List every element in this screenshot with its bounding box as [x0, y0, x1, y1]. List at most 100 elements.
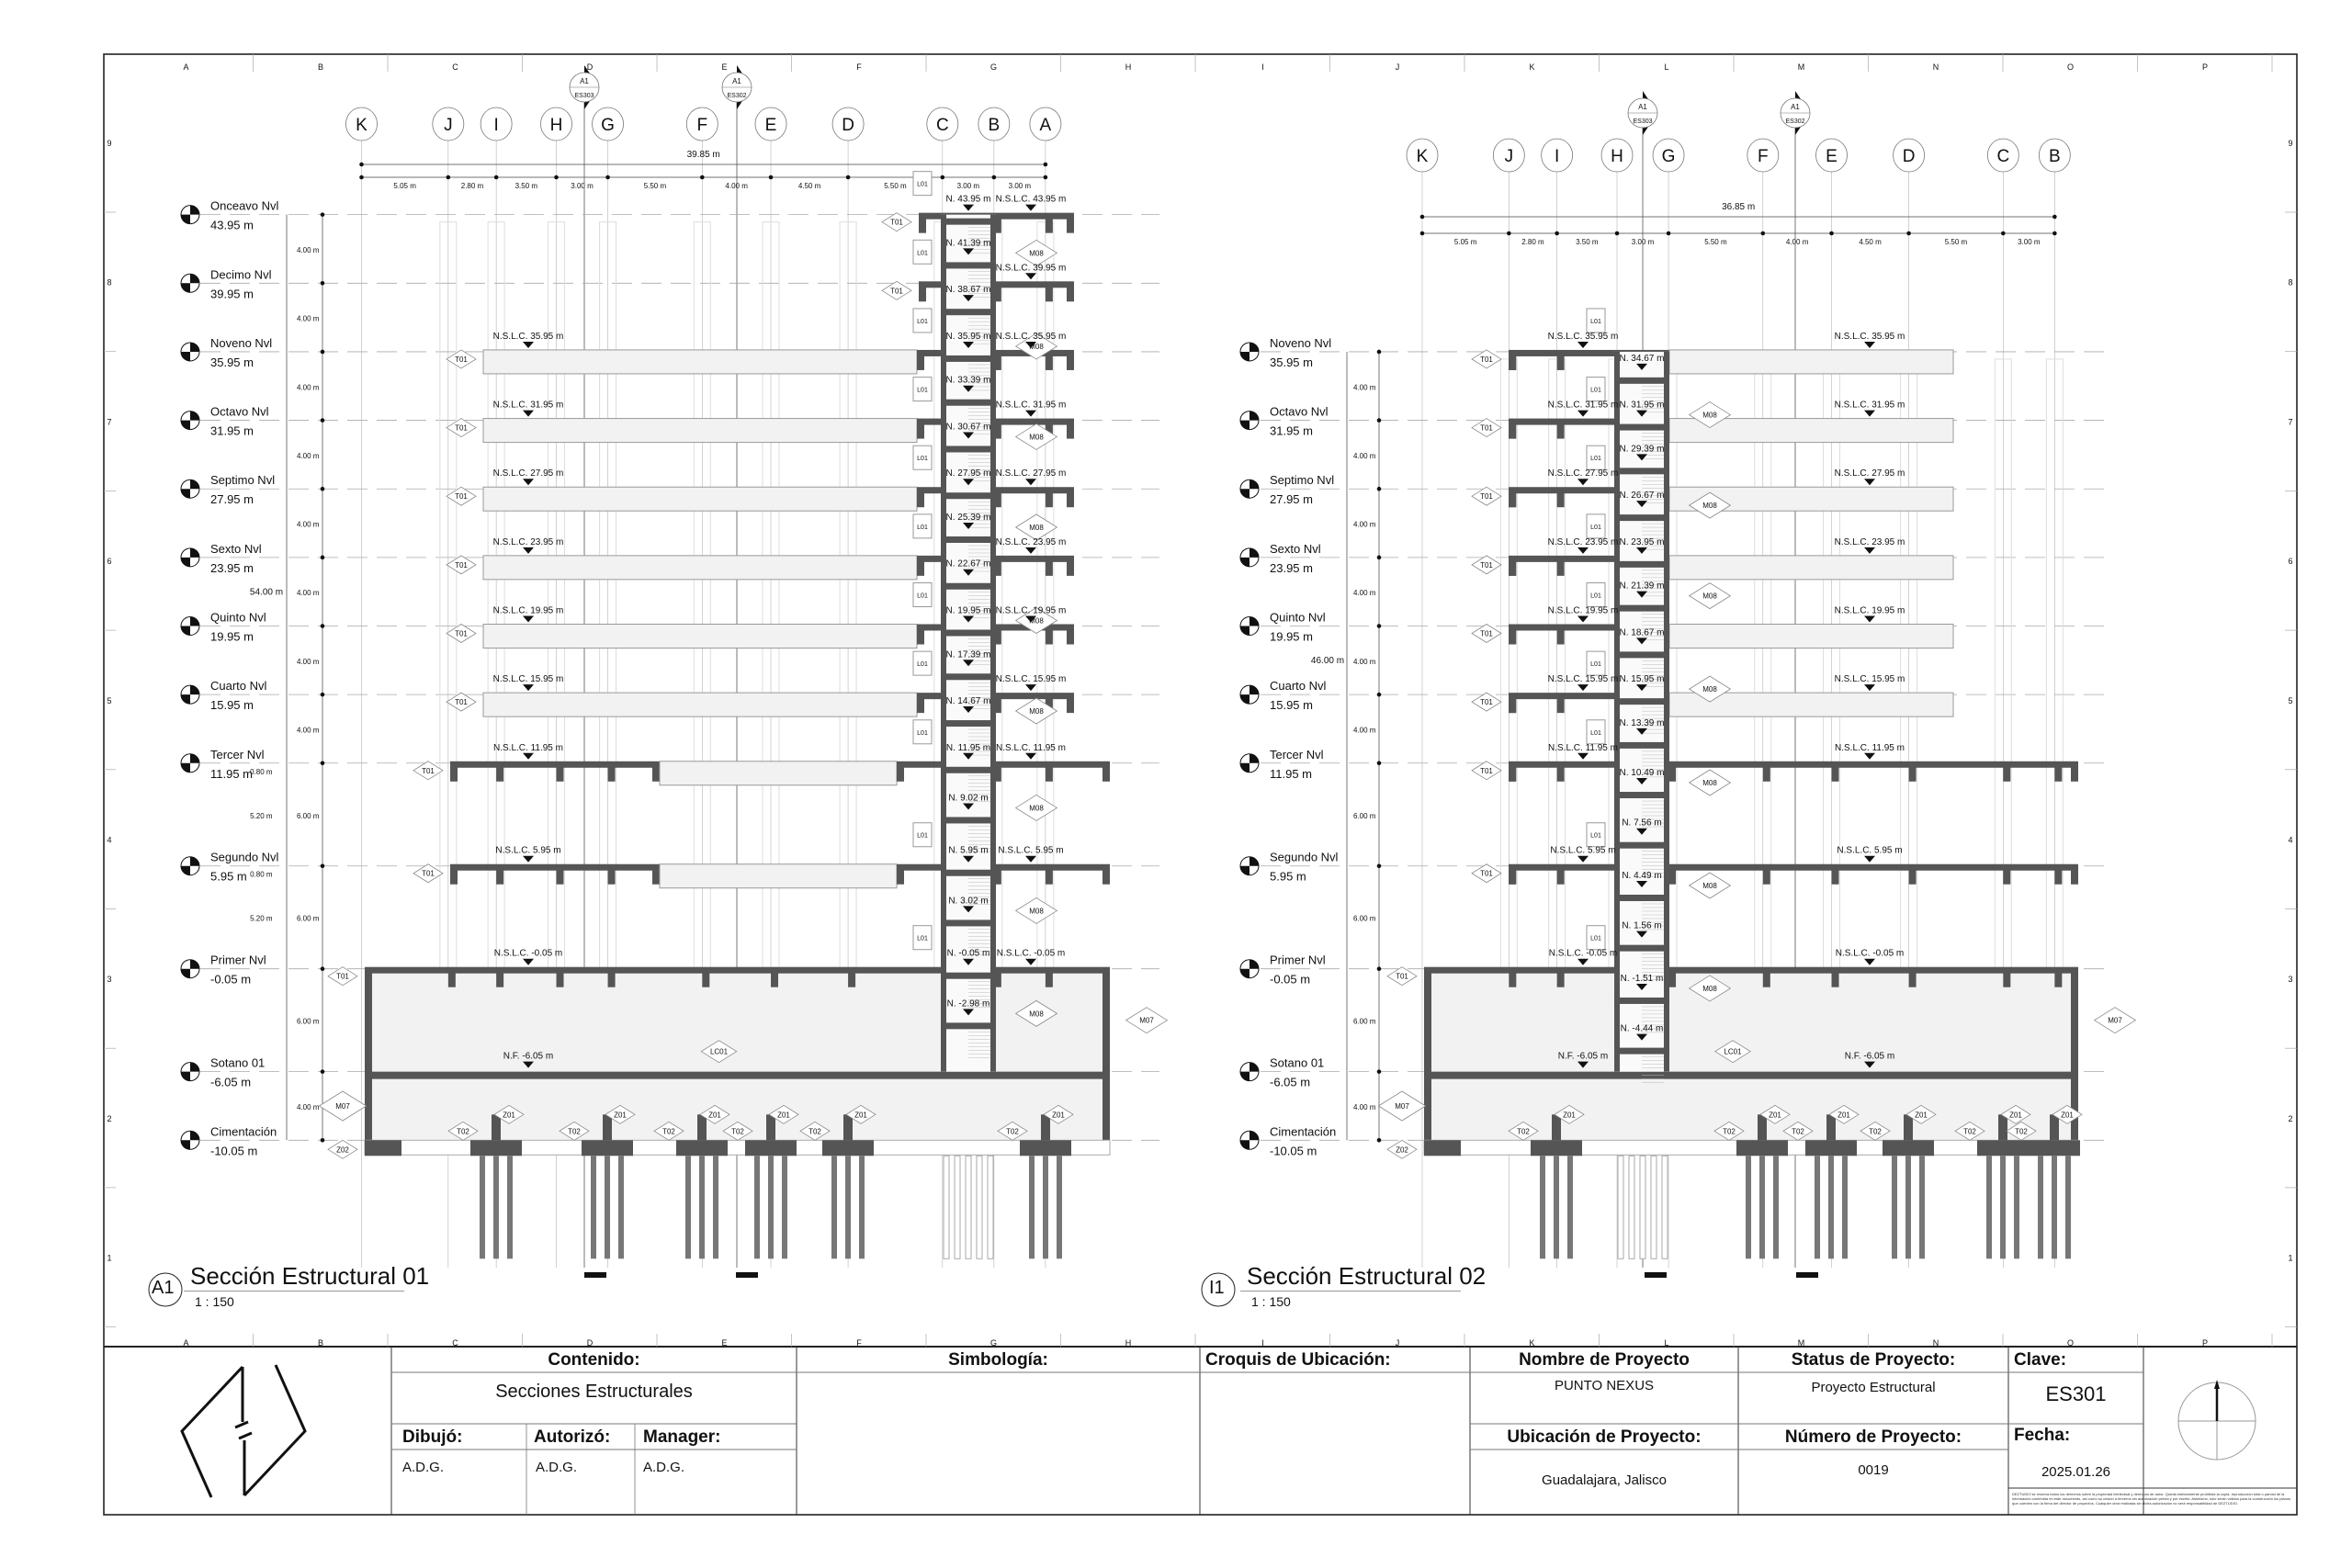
- dimension-dot: [940, 175, 945, 180]
- core-landing: [1614, 377, 1669, 384]
- simbologia-label: Simbología:: [948, 1350, 1048, 1370]
- level-name: Tercer Nvl: [210, 748, 265, 761]
- elevation-triangle-icon: [1864, 1061, 1875, 1068]
- level-marker-fill: [1240, 1062, 1259, 1081]
- level-name: Primer Nvl: [210, 953, 266, 967]
- grid-label: F: [696, 116, 707, 135]
- elevation-triangle-icon: [1636, 501, 1647, 508]
- row-ruler-number: 3: [107, 975, 111, 984]
- tag-label: T02: [808, 1127, 821, 1135]
- beam: [1831, 865, 1839, 885]
- break-line-mark: [736, 1272, 758, 1278]
- elevation-mark-label: N.S.L.C. 19.95 m: [493, 606, 564, 616]
- dimension-dot: [1376, 863, 1382, 869]
- pile-cap: [2029, 1140, 2080, 1156]
- status-label: Status de Proyecto:: [1791, 1350, 1956, 1370]
- level-marker-fill: [181, 1131, 199, 1150]
- tag-label: L01: [917, 456, 928, 462]
- elevation-triangle-icon: [1025, 341, 1036, 348]
- beam: [2071, 968, 2078, 987]
- beam: [1509, 968, 1517, 987]
- beam: [993, 968, 1001, 987]
- elevation-triangle-icon: [963, 569, 974, 576]
- pedestal: [492, 1114, 501, 1141]
- pile-cap: [582, 1140, 633, 1156]
- beam: [993, 283, 1001, 302]
- beam: [1067, 489, 1074, 508]
- tag-label: M08: [1702, 592, 1717, 601]
- beam: [2054, 865, 2063, 885]
- floor-slab-light: [659, 863, 898, 889]
- section-scale: 1 : 150: [195, 1294, 234, 1309]
- level-marker-fill: [181, 205, 199, 224]
- elevation-triangle-icon: [1864, 684, 1875, 692]
- floor-slab: [1509, 761, 2078, 768]
- floor-slab-light: [482, 349, 918, 375]
- tag-label: M08: [1029, 343, 1044, 351]
- pile: [1905, 1156, 1911, 1259]
- callout-view-label: A1: [1791, 103, 1800, 111]
- section-title: Sección Estructural 02: [1247, 1262, 1487, 1290]
- level-name: Cuarto Nvl: [210, 679, 267, 693]
- pile-cap: [676, 1140, 728, 1156]
- pedestal: [843, 1114, 853, 1141]
- elevation-triangle-icon: [1577, 1061, 1589, 1068]
- level-elevation: -0.05 m: [210, 973, 251, 987]
- grid-spacing-label: 3.00 m: [957, 182, 980, 190]
- core-landing: [1614, 698, 1669, 705]
- tag-diamond: [1471, 761, 1502, 781]
- tag-box: [912, 513, 933, 539]
- level-name: Sotano 01: [210, 1056, 265, 1070]
- level-name: Primer Nvl: [1270, 953, 1326, 967]
- nombre-proyecto-label: Nombre de Proyecto: [1519, 1350, 1690, 1370]
- tag-box: [1586, 822, 1606, 848]
- pile: [1759, 1156, 1765, 1259]
- elevation-triangle-icon: [1864, 410, 1875, 417]
- fecha-value: 2025.01.26: [2041, 1464, 2111, 1480]
- pile-cap: [1531, 1140, 1582, 1156]
- perimeter-footing: [365, 1140, 401, 1156]
- floor-slab: [1509, 693, 1669, 700]
- column-ruler-letter: E: [721, 62, 727, 72]
- beam: [1556, 694, 1565, 714]
- total-height-label: 54.00 m: [250, 587, 283, 597]
- tag-label: L01: [1590, 730, 1601, 737]
- overall-dimension-label: 36.85 m: [1722, 202, 1755, 212]
- grid-label: B: [989, 116, 1001, 135]
- grid-bubble: [754, 107, 787, 141]
- elevation-triangle-icon: [1864, 615, 1875, 623]
- elevation-mark-label: N. 34.67 m: [1620, 354, 1665, 364]
- beam: [919, 214, 926, 233]
- level-name: Octavo Nvl: [210, 405, 269, 419]
- beam: [848, 968, 856, 987]
- elevation-mark-label: N.S.L.C. 31.95 m: [493, 400, 564, 411]
- level-name: Quinto Nvl: [1270, 611, 1326, 625]
- tag-box: [912, 582, 933, 607]
- nombre-proyecto-value: PUNTO NEXUS: [1554, 1378, 1655, 1393]
- elevation-mark-label: N.S.L.C. 27.95 m: [493, 468, 564, 479]
- elevation-mark-label: N. -1.51 m: [1621, 974, 1664, 984]
- column-ruler-letter: E: [721, 1338, 727, 1348]
- tag-label: L01: [1590, 456, 1601, 462]
- tag-label: T01: [1480, 424, 1493, 433]
- callout-sheet-label: ES302: [1785, 118, 1804, 125]
- tag-diamond: [2000, 1104, 2031, 1124]
- pile: [859, 1156, 865, 1259]
- tag-diamond: [1688, 769, 1732, 796]
- dimension-dot: [1555, 231, 1559, 236]
- tag-label: T01: [1480, 492, 1493, 501]
- beam: [1762, 968, 1770, 987]
- elevation-mark-label: N.S.L.C. 27.95 m: [1548, 468, 1619, 479]
- tag-diamond: [653, 1121, 684, 1141]
- tag-diamond: [1471, 486, 1502, 506]
- level-marker-fill: [1240, 685, 1259, 705]
- tag-label: M07: [1139, 1017, 1154, 1025]
- beam: [1067, 351, 1074, 370]
- elevation-triangle-icon: [1025, 273, 1036, 280]
- pile: [618, 1156, 624, 1259]
- core-landing: [1614, 944, 1669, 952]
- sub-dimension-label: 5.20 m: [250, 812, 273, 820]
- story-dimension-label: 4.00 m: [1353, 452, 1376, 460]
- grid-label: C: [1996, 147, 2009, 166]
- break-line-mark: [584, 1272, 606, 1278]
